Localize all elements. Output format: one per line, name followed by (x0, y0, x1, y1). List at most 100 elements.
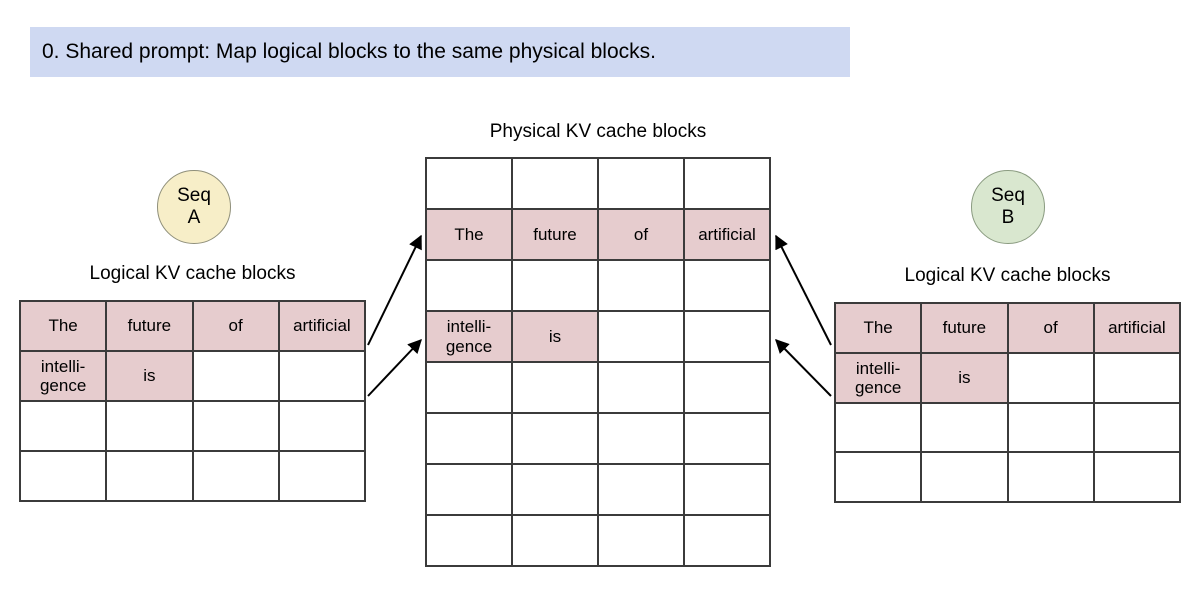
block-cell-text: future (127, 316, 172, 336)
block-cell: is (107, 352, 194, 402)
arrow-left-block0-to-physical-row2 (367, 234, 422, 346)
block-cell (513, 159, 599, 210)
block-cell: The (21, 302, 108, 352)
left-logical-table-caption: Logical KV cache blocks (89, 263, 296, 284)
block-cell (513, 414, 599, 465)
block-cell-text: intelli-gence (445, 317, 493, 356)
block-cell (1094, 353, 1181, 404)
block-cell: of (193, 302, 280, 352)
block-cell (193, 452, 280, 502)
block-cell: artificial (685, 210, 771, 261)
block-cell (599, 363, 685, 414)
seq-b-badge: Seq B (971, 170, 1045, 244)
block-cell-text: future (942, 318, 987, 338)
block-cell (427, 465, 513, 516)
block-cell (513, 261, 599, 312)
seq-b-label-line2: B (1001, 207, 1015, 228)
block-cell (193, 352, 280, 402)
block-cell: artificial (1094, 304, 1181, 354)
shared-prompt-banner-text: 0. Shared prompt: Map logical blocks to … (42, 40, 656, 64)
block-cell-text: The (48, 316, 78, 336)
block-cell (427, 159, 513, 210)
block-cell: intelli-gence (836, 353, 923, 404)
block-cell (427, 516, 513, 567)
block-cell (1008, 403, 1095, 454)
block-cell (599, 465, 685, 516)
arrow-left-block1-to-physical-row4 (367, 338, 422, 397)
block-cell (279, 352, 366, 402)
block-cell: is (513, 312, 599, 363)
block-cell (599, 312, 685, 363)
block-cell-text: artificial (1108, 318, 1166, 338)
block-cell (1094, 403, 1181, 454)
block-cell: future (513, 210, 599, 261)
block-cell: intelli-gence (427, 312, 513, 363)
block-cell (427, 261, 513, 312)
block-cell (685, 159, 771, 210)
block-cell (1008, 353, 1095, 404)
block-cell-text: of (1043, 318, 1058, 338)
block-cell-text: is (958, 368, 971, 388)
block-cell-text: future (533, 224, 577, 244)
block-cell: artificial (279, 302, 366, 352)
block-cell-text: is (143, 366, 156, 386)
block-cell (685, 261, 771, 312)
block-cell (685, 465, 771, 516)
seq-b-label-line1: Seq (991, 185, 1025, 207)
block-cell (107, 452, 194, 502)
right-logical-blocks-table: The future of artificial intelli-gence is (834, 302, 1181, 503)
block-cell: is (922, 353, 1009, 404)
block-cell-text: of (228, 316, 243, 336)
block-cell (21, 452, 108, 502)
block-cell-text: artificial (698, 224, 756, 244)
block-cell-text: The (863, 318, 893, 338)
shared-prompt-banner: 0. Shared prompt: Map logical blocks to … (30, 27, 850, 77)
block-cell (107, 402, 194, 452)
block-cell (685, 414, 771, 465)
block-cell-text: intelli-gence (39, 356, 87, 395)
block-cell: future (107, 302, 194, 352)
seq-a-label-line1: Seq (177, 185, 211, 207)
block-cell (599, 414, 685, 465)
block-cell (21, 402, 108, 452)
physical-blocks-table: The future of artificial intelli-gence is (425, 157, 771, 567)
block-cell: future (922, 304, 1009, 354)
arrow-right-block1-to-physical-row4 (775, 339, 832, 397)
block-cell: intelli-gence (21, 352, 108, 402)
physical-table-caption: Physical KV cache blocks (489, 121, 707, 142)
block-cell: of (1008, 304, 1095, 354)
block-cell (279, 402, 366, 452)
seq-a-badge: Seq A (157, 170, 231, 244)
block-cell-text: intelli-gence (854, 358, 902, 397)
block-cell (922, 403, 1009, 454)
block-cell (1008, 453, 1095, 503)
block-cell (922, 453, 1009, 503)
block-cell: of (599, 210, 685, 261)
block-cell (599, 516, 685, 567)
block-cell (513, 465, 599, 516)
block-cell (513, 516, 599, 567)
block-cell (427, 414, 513, 465)
right-logical-table-caption: Logical KV cache blocks (904, 265, 1111, 286)
block-cell: The (427, 210, 513, 261)
block-cell: The (836, 304, 923, 354)
left-logical-blocks-table: The future of artificial intelli-gence is (19, 300, 366, 502)
block-cell (685, 516, 771, 567)
block-cell (193, 402, 280, 452)
block-cell-text: of (633, 224, 649, 244)
block-cell (1094, 453, 1181, 503)
block-cell (836, 403, 923, 454)
block-cell-text: is (548, 326, 562, 346)
block-cell (836, 453, 923, 503)
seq-a-label-line2: A (187, 207, 201, 228)
block-cell (279, 452, 366, 502)
arrow-right-block0-to-physical-row2 (775, 234, 832, 346)
block-cell-text: The (454, 224, 484, 244)
block-cell (685, 363, 771, 414)
block-cell-text: artificial (293, 316, 351, 336)
block-cell (427, 363, 513, 414)
block-cell (599, 159, 685, 210)
block-cell (513, 363, 599, 414)
block-cell (599, 261, 685, 312)
block-cell (685, 312, 771, 363)
